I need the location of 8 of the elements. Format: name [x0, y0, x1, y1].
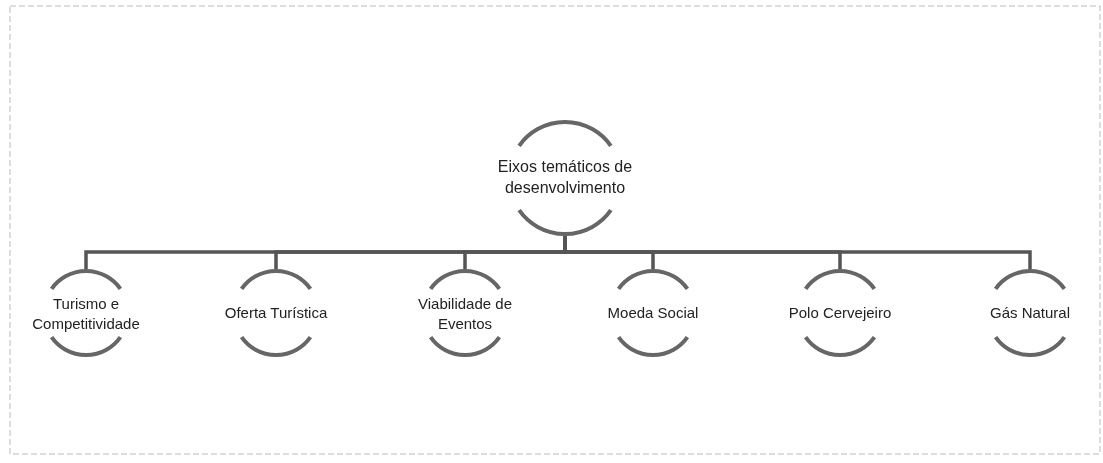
node-label: Moeda Social	[606, 303, 700, 323]
node-label: Oferta Turística	[223, 303, 329, 323]
node-label: Turismo e Competitividade	[31, 293, 141, 333]
node-label: Viabilidade de Eventos	[417, 293, 513, 333]
node-label: Eixos temáticos de desenvolvimento	[496, 157, 634, 198]
connector-line	[563, 236, 1032, 269]
node-label: Polo Cervejeiro	[787, 303, 893, 323]
node-label: Gás Natural	[988, 303, 1071, 323]
